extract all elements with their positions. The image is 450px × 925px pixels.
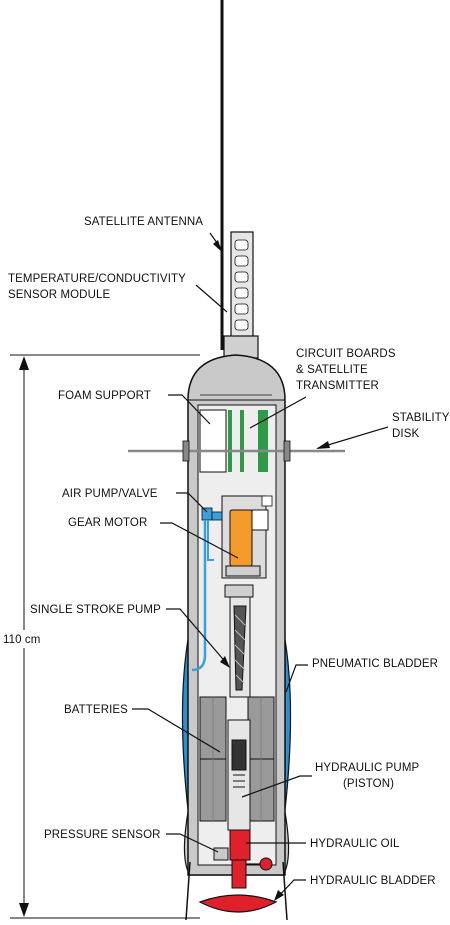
label-stability-2: DISK — [392, 428, 419, 440]
air-pump-valve — [201, 507, 223, 561]
label-air-pump: AIR PUMP/VALVE — [62, 488, 158, 500]
circuit-boards — [228, 410, 268, 472]
label-pressure-sensor: PRESSURE SENSOR — [44, 829, 161, 841]
pressure-sensor — [213, 847, 273, 871]
single-stroke-pump — [224, 584, 254, 698]
label-batteries: BATTERIES — [64, 704, 128, 716]
foam-support — [199, 409, 227, 473]
label-hydraulic-pump-2: (PISTON) — [343, 778, 394, 790]
support-legs — [185, 861, 288, 921]
label-hydraulic-pump-1: HYDRAULIC PUMP — [315, 762, 420, 774]
label-temp-sensor-1: TEMPERATURE/CONDUCTIVITY — [8, 273, 186, 285]
label-hydraulic-oil: HYDRAULIC OIL — [310, 838, 400, 850]
label-hydraulic-bladder: HYDRAULIC BLADDER — [310, 875, 436, 887]
hydraulic-pump-piston — [227, 719, 251, 831]
gear-motor — [229, 509, 253, 567]
dimension-110cm — [10, 354, 200, 919]
label-satellite-antenna: SATELLITE ANTENNA — [84, 216, 203, 228]
dimension-label: 110 cm — [3, 634, 40, 646]
valve-box — [251, 509, 269, 531]
hydraulic-oil — [229, 829, 251, 889]
label-pneumatic-bladder: PNEUMATIC BLADDER — [312, 658, 438, 670]
label-gear-motor: GEAR MOTOR — [68, 517, 147, 529]
hydraulic-bladder — [198, 894, 278, 913]
label-single-stroke-pump: SINGLE STROKE PUMP — [30, 604, 161, 616]
label-circuit-3: TRANSMITTER — [296, 380, 379, 392]
label-circuit-1: CIRCUIT BOARDS — [296, 348, 396, 360]
batteries — [199, 696, 275, 822]
sensor-module — [223, 231, 259, 359]
air-line — [191, 520, 207, 672]
label-temp-sensor-2: SENSOR MODULE — [8, 289, 110, 301]
stability-disk — [128, 440, 345, 462]
label-foam-support: FOAM SUPPORT — [58, 390, 151, 402]
label-circuit-2: & SATELLITE — [296, 364, 368, 376]
label-stability-1: STABILITY — [392, 412, 450, 424]
